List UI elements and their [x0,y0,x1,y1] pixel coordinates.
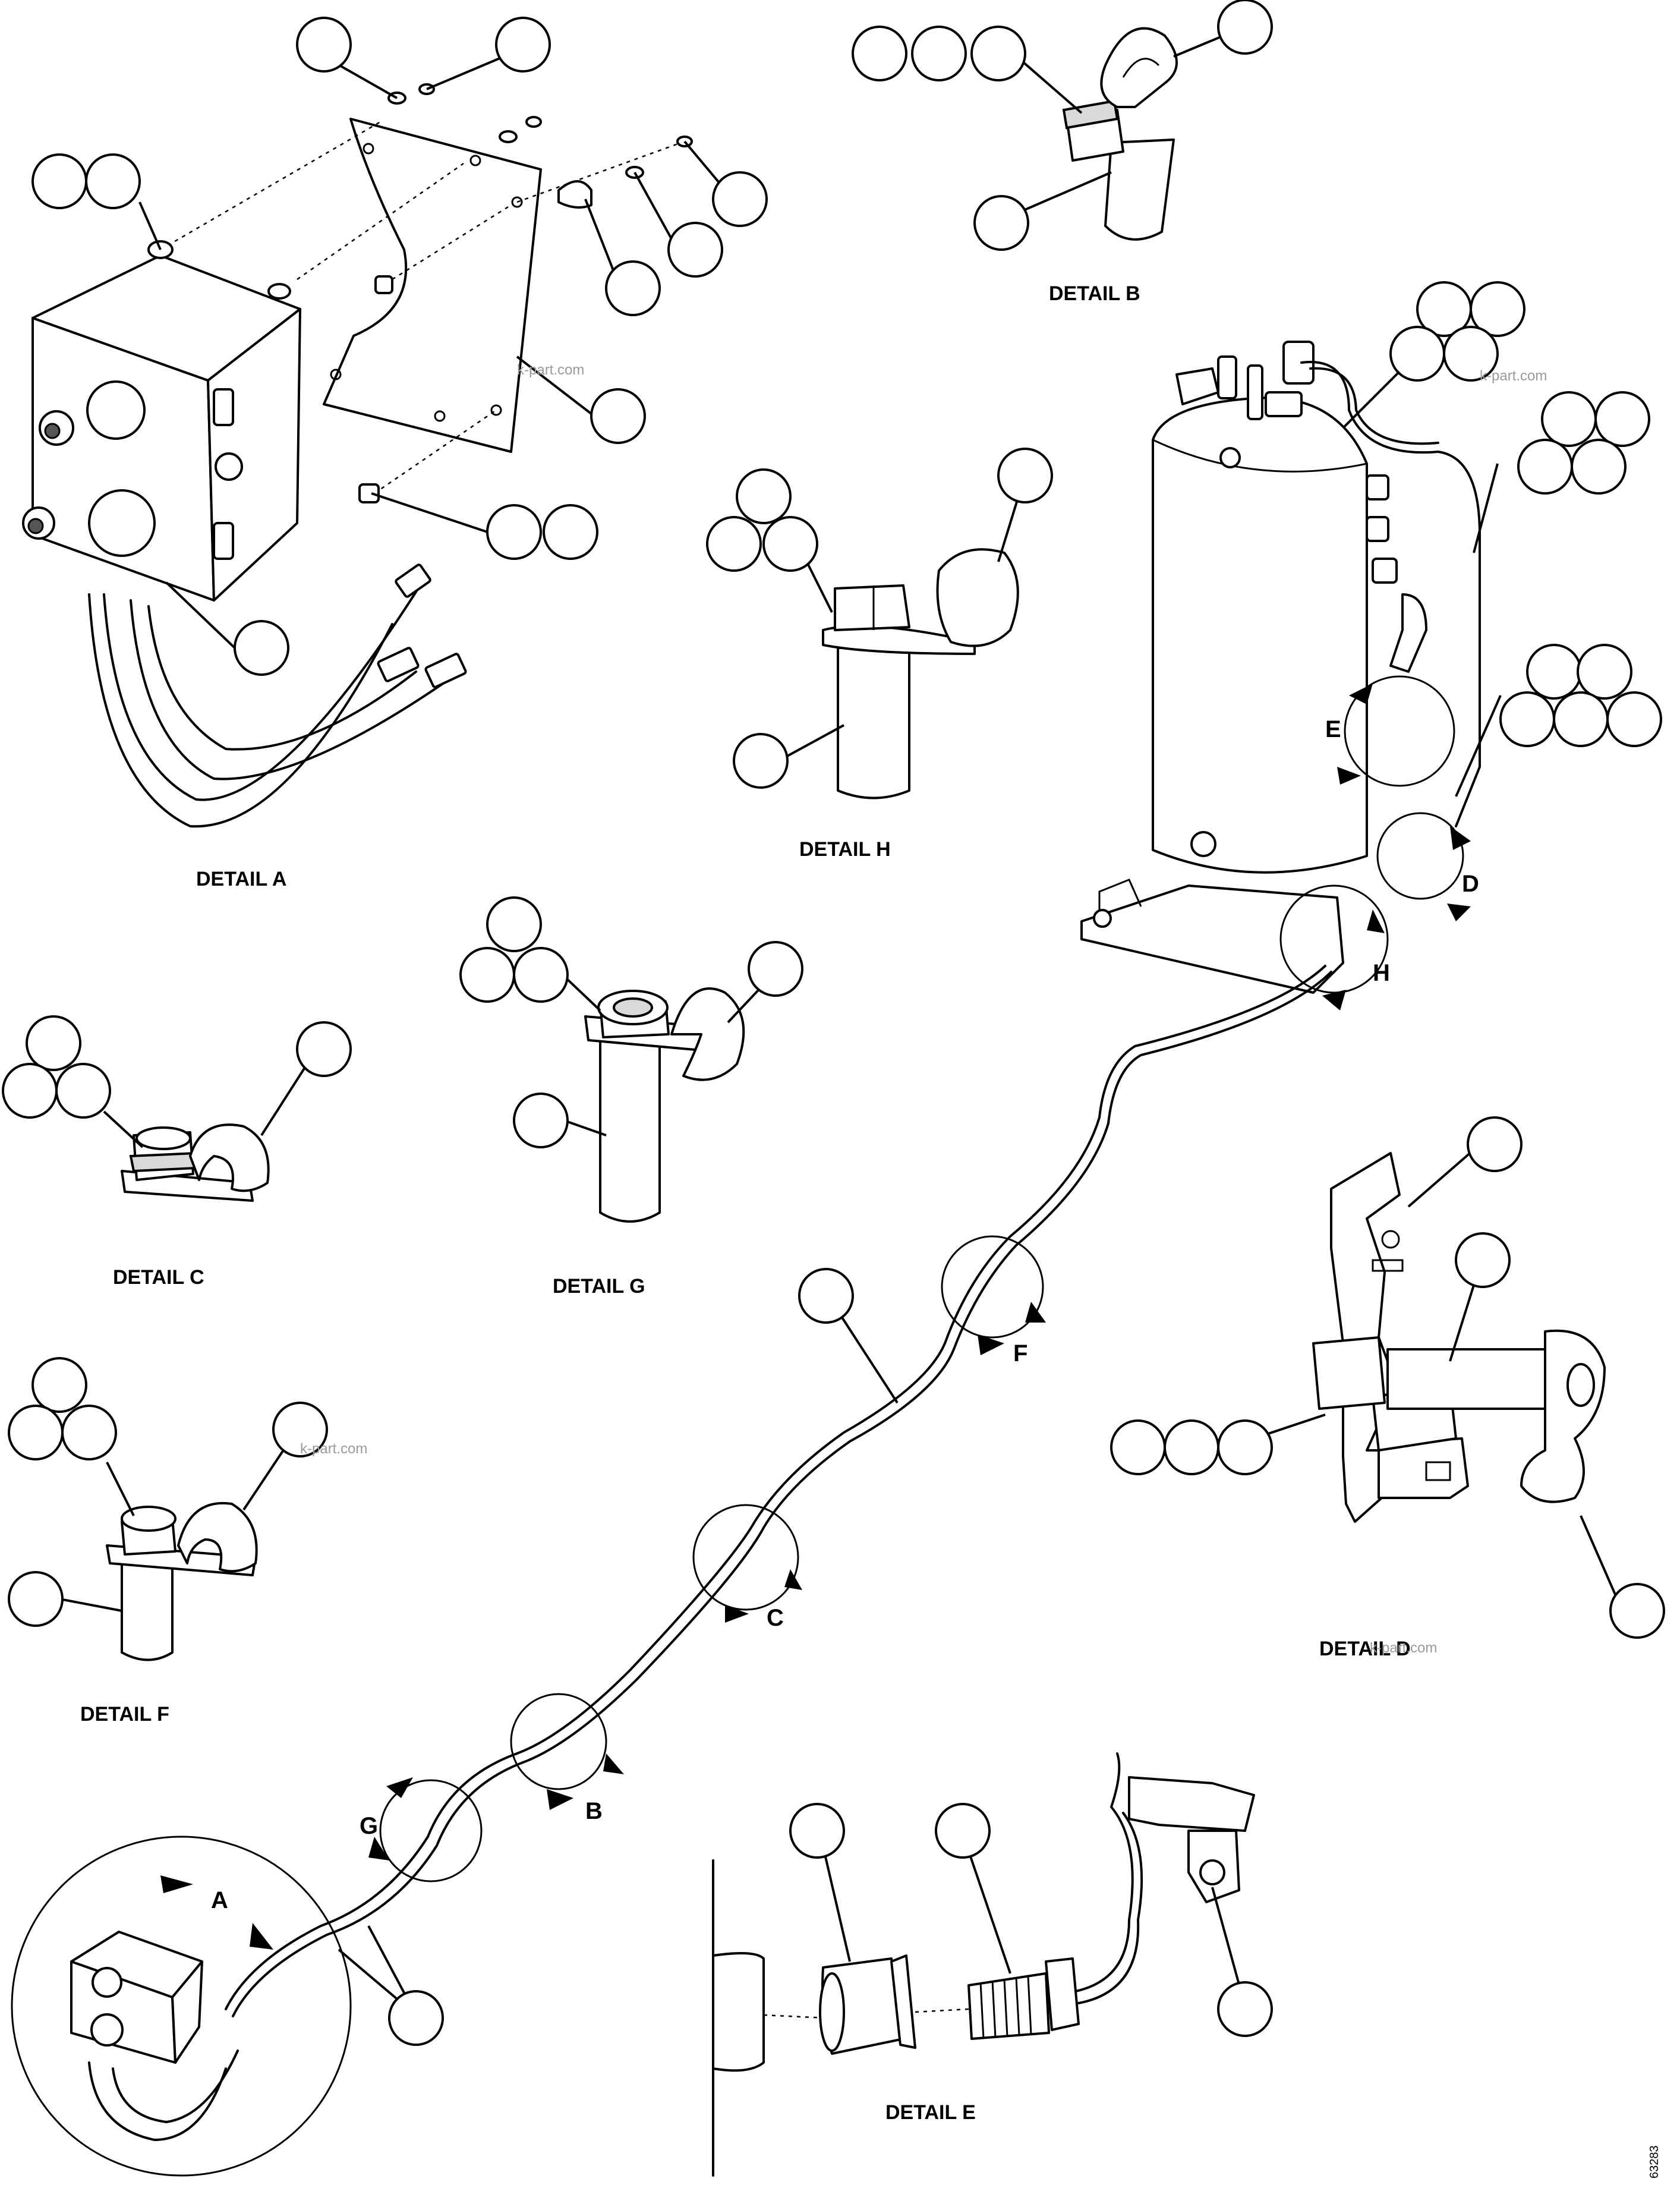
watermark: k-part.com [517,362,584,378]
detail-b-drawing [1062,27,1178,241]
detail-callout-arrows [160,684,1471,1950]
detail-g-drawing [584,987,745,1223]
watermark: k-part.com [1480,368,1547,384]
callout-letter-a: A [211,1887,228,1913]
control-box-assembly [22,83,693,828]
detail-c-label: DETAIL C [113,1266,204,1289]
watermark: k-part.com [1370,1640,1437,1656]
watermark: k-part.com [300,1441,367,1457]
callout-bubbles-tank [338,281,1662,2046]
callout-letter-c: C [767,1605,784,1631]
power-knob [86,380,146,440]
callout-bubbles-e [789,1803,1273,2037]
air-tank [1152,396,1368,874]
air-hose [225,965,1326,2010]
callout-letter-b: B [585,1798,603,1824]
detail-c-drawing [121,1123,270,1202]
detail-h-label: DETAIL H [799,838,891,861]
callout-bubbles-g [459,896,803,1148]
detail-f-label: DETAIL F [80,1703,169,1726]
callout-bubbles-a [31,17,768,676]
detail-e-drawing [712,1752,1255,2177]
detail-d-label: DETAIL D [1319,1638,1411,1660]
callout-letter-e: E [1325,716,1341,742]
mounting-plate [323,118,542,453]
detail-b-label: DETAIL B [1049,282,1140,305]
callout-bubbles-h [706,448,1053,789]
detail-g-label: DETAIL G [553,1275,645,1298]
callout-bubbles-f [8,1357,328,1627]
detail-d-drawing [1312,1152,1606,1523]
callout-letter-f: F [1013,1340,1027,1367]
detail-f-drawing [106,1501,258,1661]
detail-a-label: DETAIL A [196,868,286,890]
drawing-code: 63283 [1648,2145,1661,2178]
callout-letter-h: H [1373,960,1390,986]
tank-fill-knob [88,489,156,557]
tank-base [1080,884,1344,994]
callout-bubbles-d [1110,1116,1665,1639]
cable-clamp [557,180,592,209]
callout-bubbles-c [2,1015,352,1148]
detail-e-label: DETAIL E [885,2101,976,2124]
callout-bubbles-b [852,0,1273,251]
air-tank-assembly [11,341,1481,2177]
callout-letter-g: G [360,1813,378,1839]
callout-letter-d: D [1462,871,1479,897]
detail-h-drawing [822,548,1019,799]
